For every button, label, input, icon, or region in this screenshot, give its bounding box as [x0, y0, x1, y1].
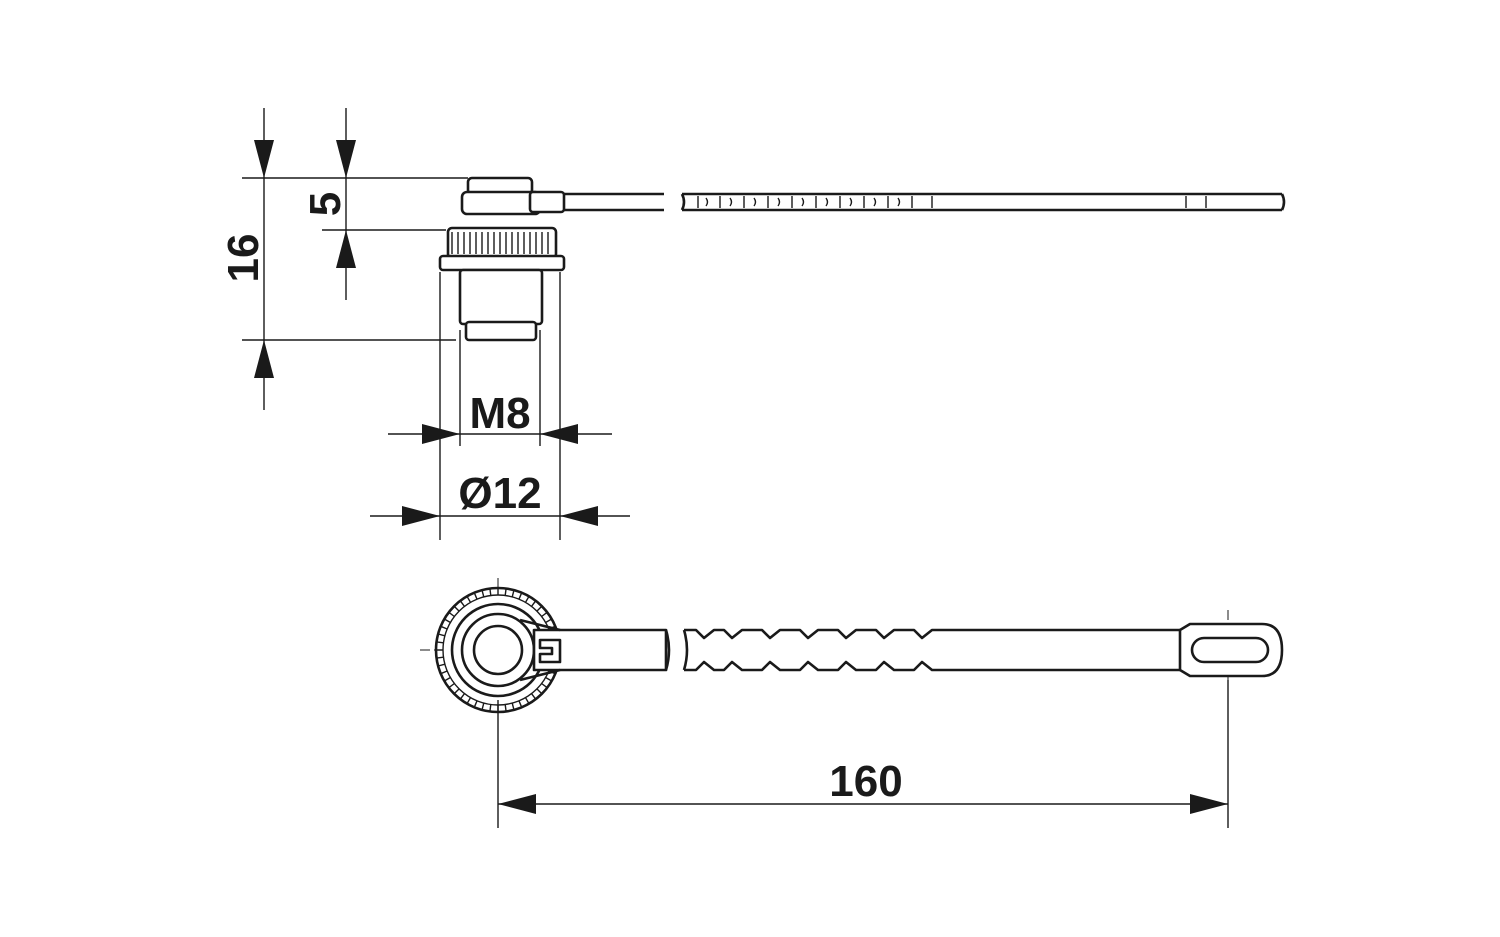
dim-label-m8: M8 [469, 389, 530, 438]
dimension-height-16: 16 [219, 108, 468, 410]
dim-label-diameter: Ø12 [458, 469, 541, 518]
dimension-length-160: 160 [497, 680, 1229, 828]
top-view [420, 578, 1284, 828]
dim-label-16: 16 [219, 234, 268, 283]
dimension-height-5: 5 [301, 108, 446, 300]
dimension-thread-m8: M8 [388, 330, 612, 446]
dim-label-160: 160 [829, 757, 902, 806]
side-view [438, 176, 1286, 342]
dim-label-5: 5 [301, 192, 350, 216]
dimension-diameter-12: Ø12 [370, 272, 630, 540]
collar-knurl [451, 232, 549, 254]
